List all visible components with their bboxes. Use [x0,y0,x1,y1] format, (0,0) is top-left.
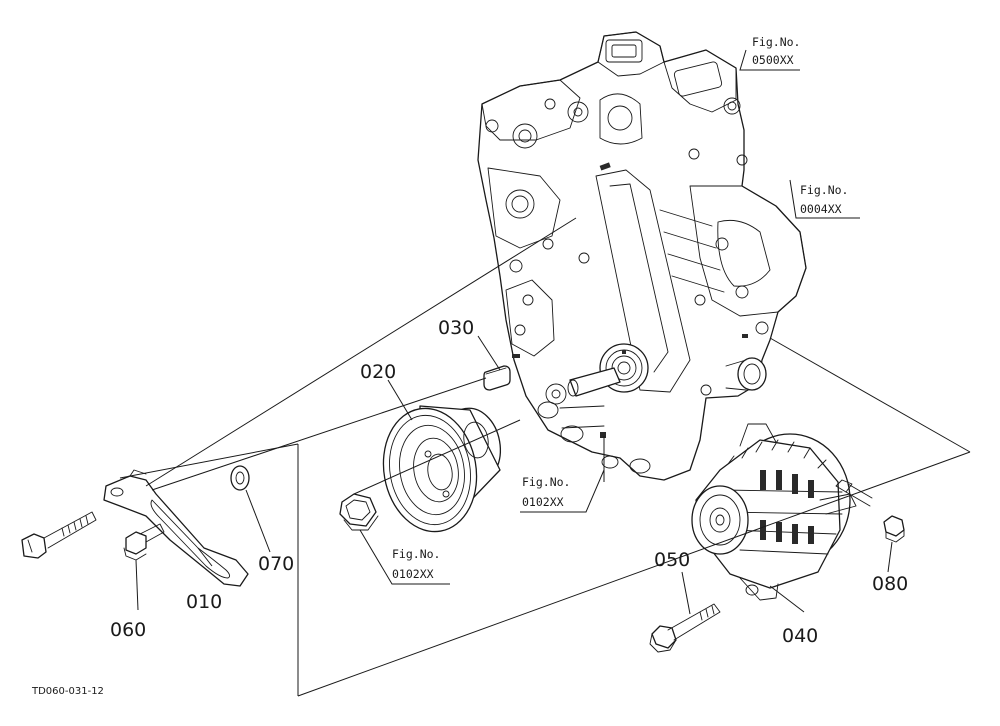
callout-050: 050 [654,549,690,571]
callout-leaders [135,49,893,615]
bracket-010 [103,469,249,587]
bolt-060 [123,523,165,561]
fig-ref-0102xx-nut: Fig.No. 0102XX [392,547,440,581]
fig-ref-label: Fig.No. [522,475,570,489]
fig-ref-label: Fig.No. [800,183,848,197]
callout-070: 070 [258,553,294,575]
fig-ref-number: 0500XX [752,53,794,67]
nut-080 [883,515,905,543]
callout-080: 080 [872,573,908,595]
alternator-040 [691,423,857,601]
callout-030: 030 [438,317,474,339]
crank-nut [339,493,379,531]
engine-gear-case [477,31,807,481]
callout-040: 040 [782,625,818,647]
fig-ref-0004xx: Fig.No. 0004XX [800,183,848,216]
fig-ref-0102xx-case: Fig.No. 0102XX [522,475,570,509]
crankshaft-pulley-020 [382,405,502,533]
drawing-code: TD060-031-12 [31,686,104,697]
construction-lines [119,217,971,697]
fig-ref-label: Fig.No. [392,547,440,561]
washer-070 [230,465,250,491]
fig-ref-number: 0102XX [392,567,434,581]
fig-ref-label: Fig.No. [752,35,800,49]
callout-060: 060 [110,619,146,641]
long-bolt-left [21,511,97,559]
callout-010: 010 [186,591,222,613]
callout-020: 020 [360,361,396,383]
fig-ref-number: 0102XX [522,495,564,509]
fig-ref-number: 0004XX [800,202,842,216]
key-030 [483,365,511,391]
terminal-stud [835,479,873,507]
bolt-050 [649,603,721,653]
fig-ref-0500xx: Fig.No. 0500XX [752,35,800,67]
